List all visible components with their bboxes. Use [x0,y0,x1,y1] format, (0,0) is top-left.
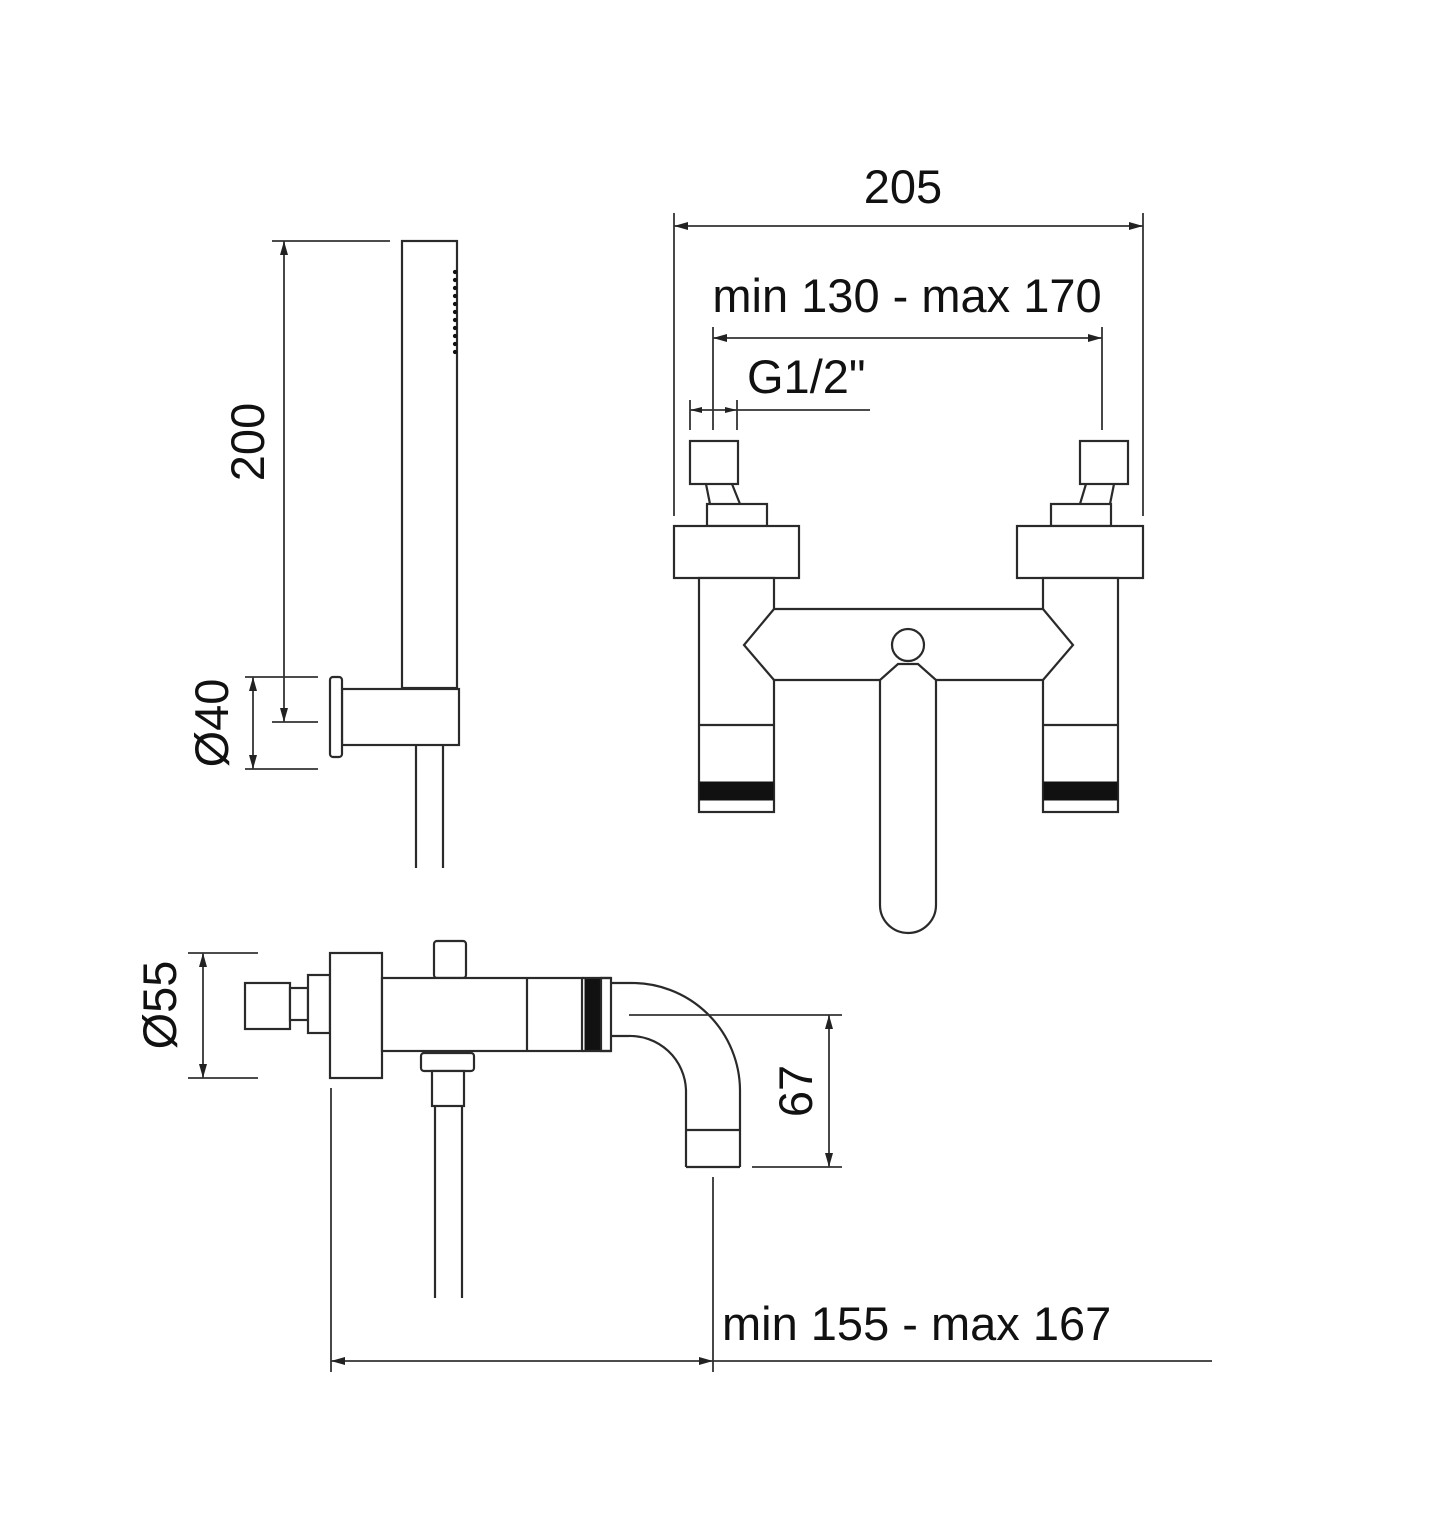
left-eccentric [705,502,769,528]
eccentric [306,973,332,1035]
left-inlet-nut [688,439,740,486]
dim-overall-width: 205 [864,160,942,213]
hose-connector [419,1051,476,1073]
right-leg [1041,576,1120,814]
left-flange [672,524,801,580]
dim-centers-range: min 130 - max 170 [712,269,1101,322]
wall-flange [328,951,384,1080]
right-flange [1015,524,1145,580]
inlet-neck [288,986,310,1022]
lever-pivot [890,627,926,663]
wall-holder [340,687,461,747]
dim-spout-drop: 67 [769,1065,822,1117]
dim-spout-projection: min 155 - max 167 [722,1297,1111,1350]
inlet-nut [243,981,292,1031]
dim-flange-diameter: Ø55 [133,961,186,1050]
hose-nut [430,1069,466,1108]
handshower-body [400,239,459,690]
right-eccentric [1049,502,1113,528]
handshower-side-view: 200 Ø40 [185,239,461,868]
spout-black-ring [584,977,602,1052]
wall-holder-flange [328,675,344,759]
left-black-ring [699,781,774,801]
diverter-knob [432,939,468,980]
lever-handle [878,662,938,935]
mixer-top-view: 205 min 130 - max 170 G1/2" [672,160,1145,935]
dim-handshower-height: 200 [221,403,274,481]
nozzle-dots [452,269,458,355]
dim-connection-thread: G1/2" [747,350,866,403]
spout-elbow [611,981,742,1167]
dim-holder-diameter: Ø40 [185,679,238,768]
right-black-ring [1043,781,1118,801]
spout-collar [599,976,613,1053]
main-body [380,976,584,1053]
left-leg [697,576,776,814]
right-inlet-nut [1078,439,1130,486]
mixer-side-view: Ø55 67 [133,939,1212,1372]
